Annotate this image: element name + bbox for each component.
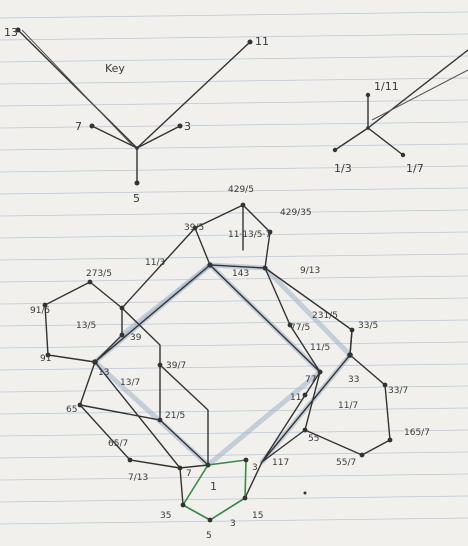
label-1143-57: 11·13/5·7: [228, 230, 271, 240]
label-7-13: 7/13: [128, 473, 148, 483]
key-title: Key: [105, 62, 125, 75]
key-label-11: 11: [255, 35, 269, 48]
label-143: 143: [232, 269, 249, 279]
label-39-5: 39/5: [184, 223, 204, 233]
label-7: 7: [186, 469, 192, 479]
label-429-5: 429/5: [228, 185, 254, 195]
label-11-5: 11/5: [310, 343, 330, 353]
label-39: 39: [130, 333, 142, 343]
label-3: 3: [252, 463, 258, 473]
key-left: 13 11 7 3 5 Key: [4, 26, 269, 205]
label-429-35: 429/35: [280, 208, 312, 218]
key-label-5: 5: [133, 192, 140, 205]
key-label-13: 13: [4, 26, 18, 39]
lattice-labels: 429/5 39/5 11·13/5·7 429/35 11/3 143 9/1…: [30, 185, 430, 541]
ruled-lines: [0, 11, 468, 525]
key-right-label-right: 1/7: [406, 162, 424, 175]
label-117: 117: [272, 458, 289, 468]
label-3b: 3: [230, 519, 236, 529]
label-33: 33: [348, 375, 359, 385]
key-right: 1/11 1/3 1/7: [332, 49, 468, 175]
label-65-7: 65/7: [108, 439, 128, 449]
label-11: 11: [290, 393, 301, 403]
label-11-7: 11/7: [338, 401, 358, 411]
label-165-7: 165/7: [404, 428, 430, 438]
label-91: 91: [40, 354, 51, 364]
key-right-label-left: 1/3: [334, 162, 352, 175]
label-1: 1: [210, 480, 217, 493]
key-label-3: 3: [184, 120, 191, 133]
label-65: 65: [66, 405, 77, 415]
label-33-5: 33/5: [358, 321, 378, 331]
label-5: 5: [206, 531, 212, 541]
key-label-7: 7: [75, 120, 82, 133]
label-55-7: 55/7: [336, 458, 356, 468]
label-33-7: 33/7: [388, 386, 408, 396]
unit-cell: [181, 459, 247, 521]
label-77: 77: [305, 375, 316, 385]
label-13: 13: [98, 368, 109, 378]
label-39-7: 39/7: [166, 361, 186, 371]
key-right-label-top: 1/11: [374, 80, 399, 93]
label-35: 35: [160, 511, 171, 521]
label-9-13: 9/13: [300, 266, 320, 276]
label-11-3: 11/3: [145, 258, 165, 268]
label-91-5: 91/5: [30, 306, 50, 316]
lattice-nodes: [42, 202, 393, 523]
label-21-5: 21/5: [165, 411, 185, 421]
label-13-5: 13/5: [76, 321, 96, 331]
stray-dot: [303, 491, 307, 495]
label-273-5: 273/5: [86, 269, 112, 279]
label-55: 55: [308, 434, 319, 444]
label-13-7: 13/7: [120, 378, 140, 388]
label-77-5: 77/5: [290, 323, 310, 333]
label-15: 15: [252, 511, 263, 521]
label-231-5: 231/5: [312, 311, 338, 321]
